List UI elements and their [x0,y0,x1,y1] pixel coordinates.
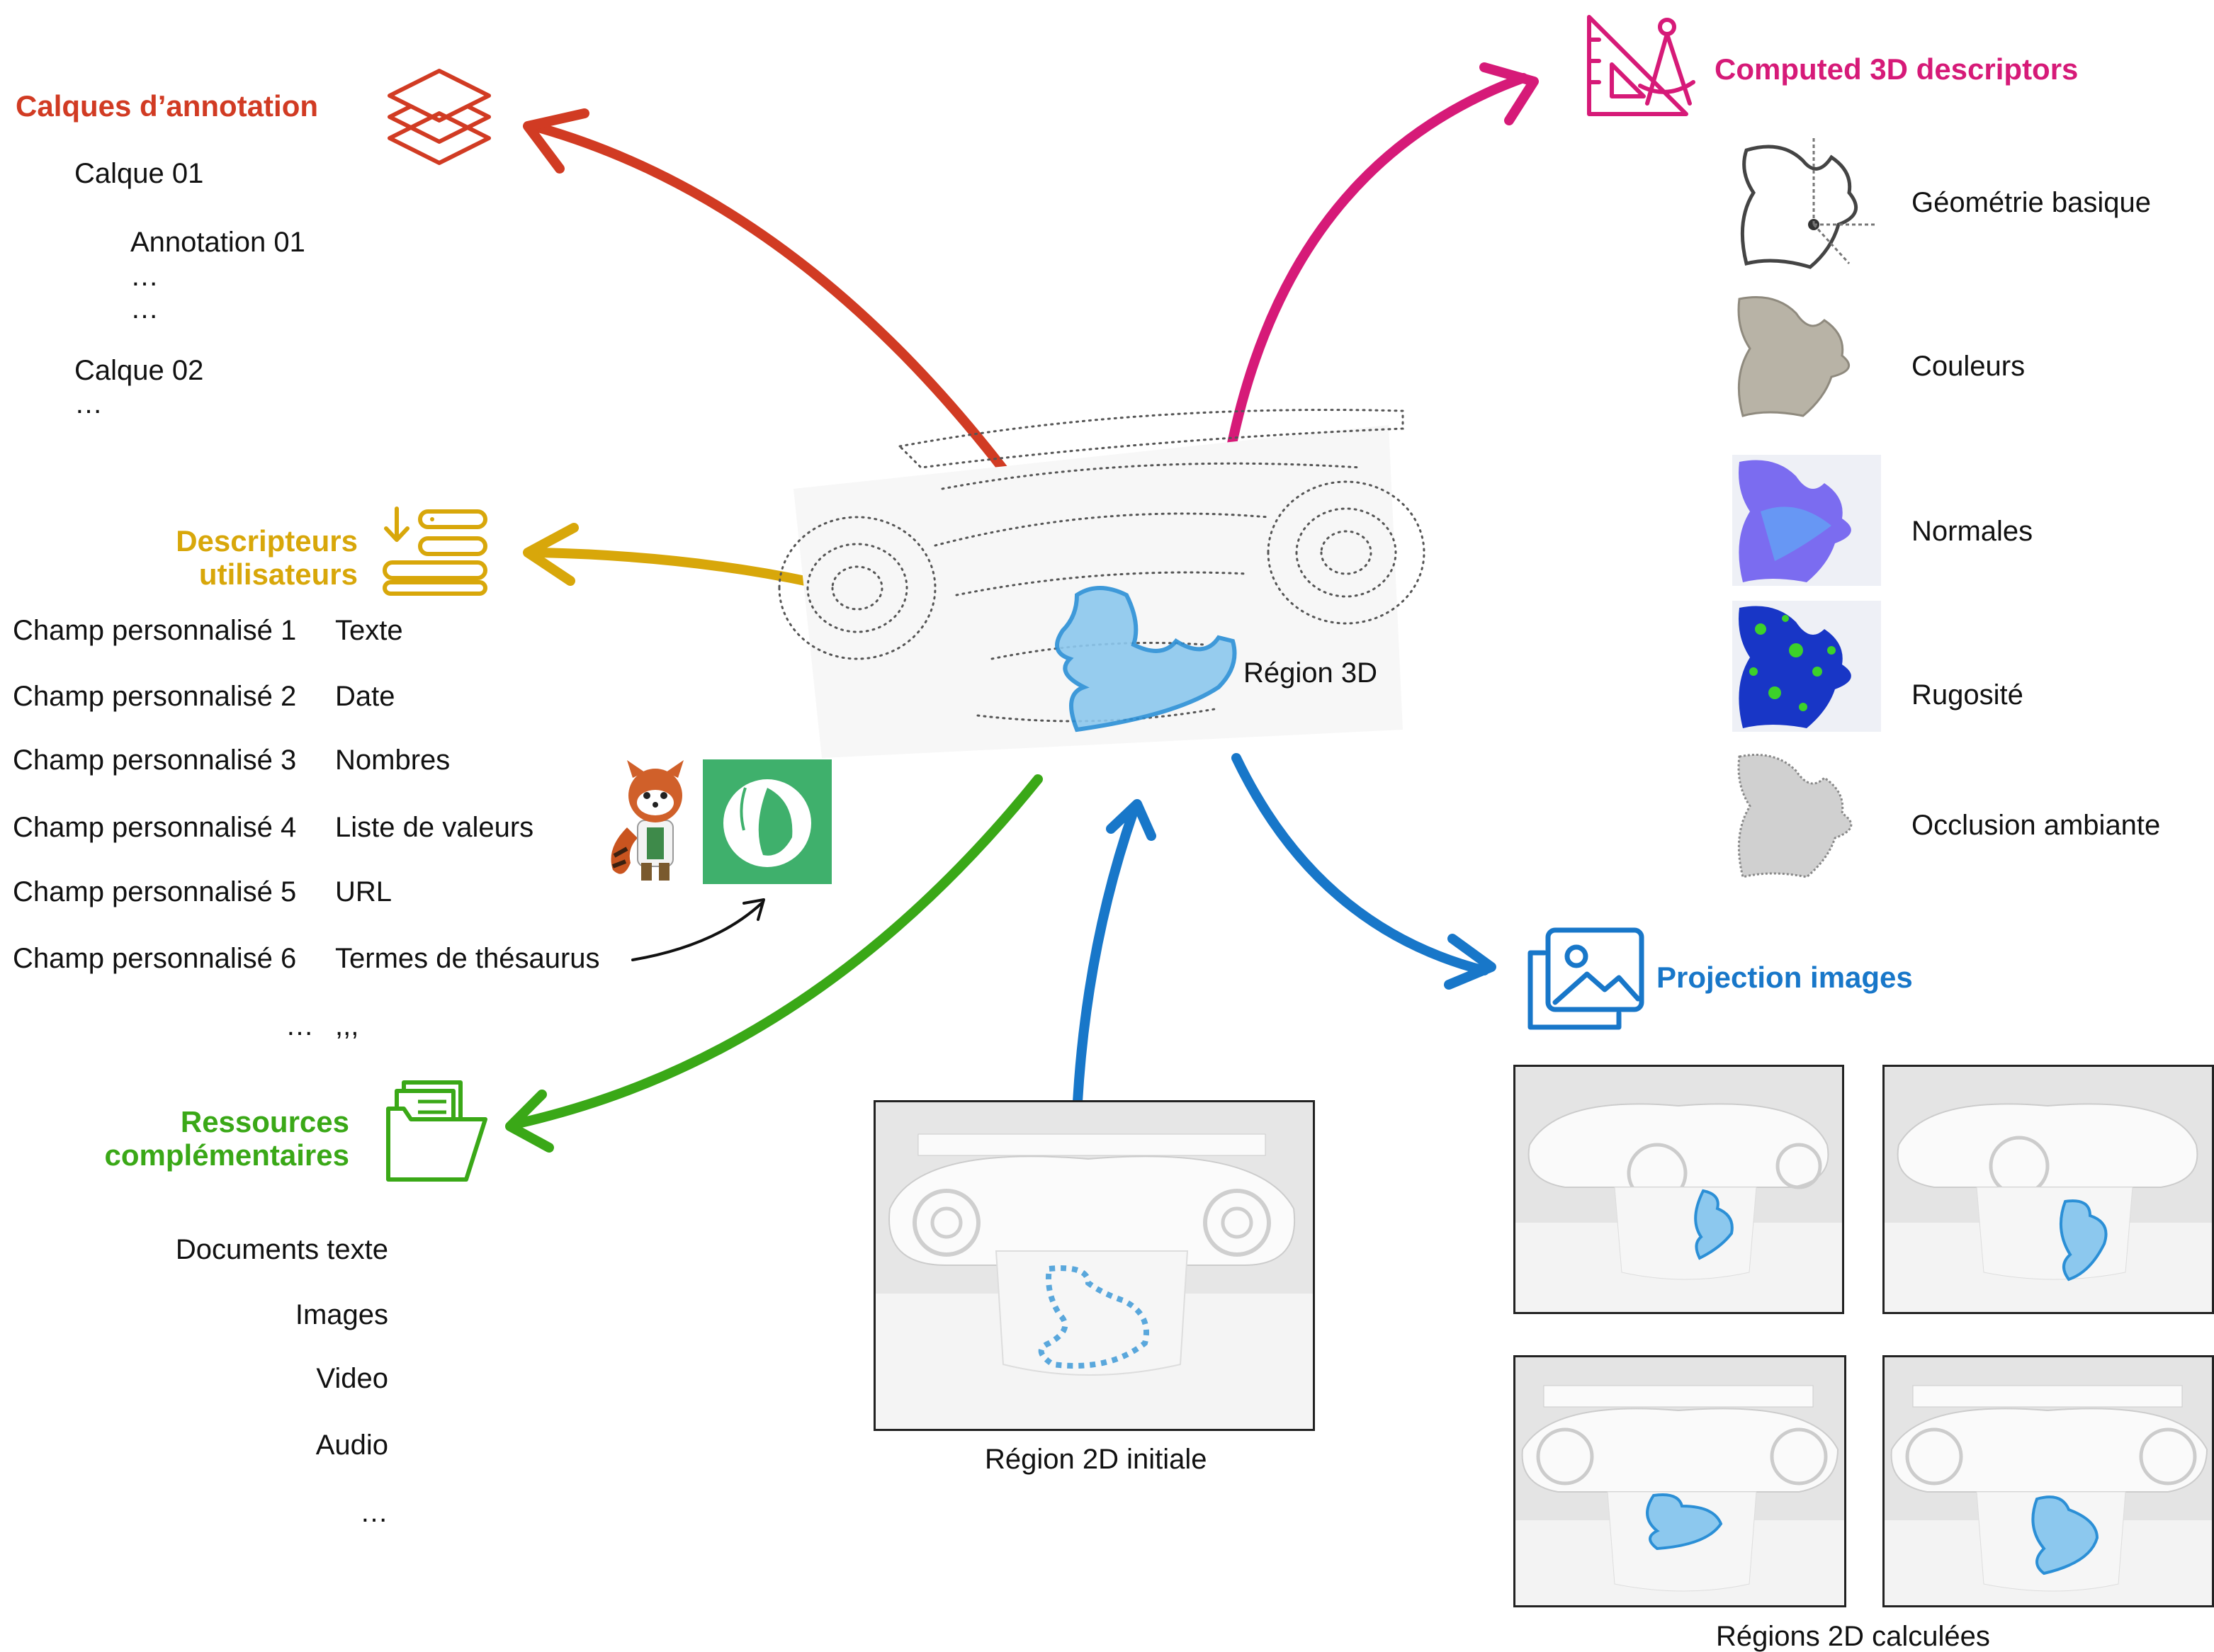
projected-image-3 [1513,1355,1846,1607]
user-descriptors-title-line1: Descripteurs [176,524,358,558]
field-type: Termes de thésaurus [335,943,600,974]
colors-thumbnail [1737,296,1851,417]
images-icon [1527,927,1644,1030]
user-descriptors-title-line2: utilisateurs [198,558,358,592]
arrow-to-thesaurus [631,902,763,961]
resources-title: Ressources complémentaires [71,1105,349,1172]
fields-more-commas: ,,, [335,1010,359,1041]
field-type: Date [335,681,395,712]
user-descriptors-title: Descripteurs utilisateurs [128,524,358,591]
field-type: URL [335,876,392,907]
layer-item: Calque 01 [74,158,204,189]
resources-title-line1: Ressources [180,1105,349,1138]
annotation-ellipsis: … [130,293,159,324]
folder-documents-icon [386,1080,487,1182]
field-name: Champ personnalisé 3 [13,745,297,776]
annotation-layers-title: Calques d’annotation [16,89,319,123]
arrow-to-resources [516,774,1043,1128]
geometry-thumbnail [1740,136,1877,269]
drafting-tools-icon [1587,15,1695,116]
projected-image-4 [1882,1355,2214,1607]
list-descriptors-icon [383,507,487,596]
projected-image-2 [1882,1065,2214,1314]
projection-caption: Régions 2D calculées [1716,1621,1990,1652]
resource-item: Documents texte [175,1234,388,1265]
projected-image-1 [1513,1065,1844,1314]
layers-icon [388,69,491,165]
annotation-item: Annotation 01 [130,227,305,258]
descriptors-3d-title: Computed 3D descriptors [1715,52,2079,86]
resources-title-line2: complémentaires [104,1138,349,1172]
region-3d-shape [1055,586,1237,732]
field-name: Champ personnalisé 2 [13,681,297,712]
descriptor-item: Rugosité [1911,679,2023,711]
region-3d-label: Région 3D [1243,657,1378,689]
descriptor-item: Normales [1911,516,2033,547]
resource-item: Images [295,1299,388,1330]
fields-more-ellipsis: … [286,1010,314,1041]
field-type: Texte [335,615,403,646]
field-name: Champ personnalisé 4 [13,812,297,843]
field-type: Liste de valeurs [335,812,534,843]
thesaurus-logo-icon [703,759,832,884]
resource-item: … [360,1497,388,1528]
field-name: Champ personnalisé 5 [13,876,297,907]
initial-region-photo [874,1100,1315,1431]
projection-title: Projection images [1656,961,1913,994]
layer-ellipsis: … [74,388,103,419]
layer-item: Calque 02 [74,355,204,386]
resource-item: Video [316,1363,388,1394]
field-name: Champ personnalisé 6 [13,943,297,974]
annotation-ellipsis: … [130,261,159,292]
descriptor-item: Occlusion ambiante [1911,810,2161,841]
resource-item: Audio [315,1430,388,1461]
normals-thumbnail [1732,455,1881,586]
ambient-occlusion-thumbnail [1737,754,1853,878]
red-panda-mascot-icon [611,760,684,881]
field-type: Nombres [335,745,451,776]
initial-region-outline [1038,1265,1149,1369]
descriptor-item: Couleurs [1911,351,2026,382]
arrow-to-projection [1231,753,1489,975]
descriptor-item: Géométrie basique [1911,187,2151,218]
field-name: Champ personnalisé 1 [13,615,297,646]
initial-region-caption: Région 2D initiale [985,1444,1207,1475]
arrow-to-annotation-layers [533,123,1073,565]
point-cloud-capital [778,409,1425,758]
roughness-thumbnail [1732,601,1881,732]
